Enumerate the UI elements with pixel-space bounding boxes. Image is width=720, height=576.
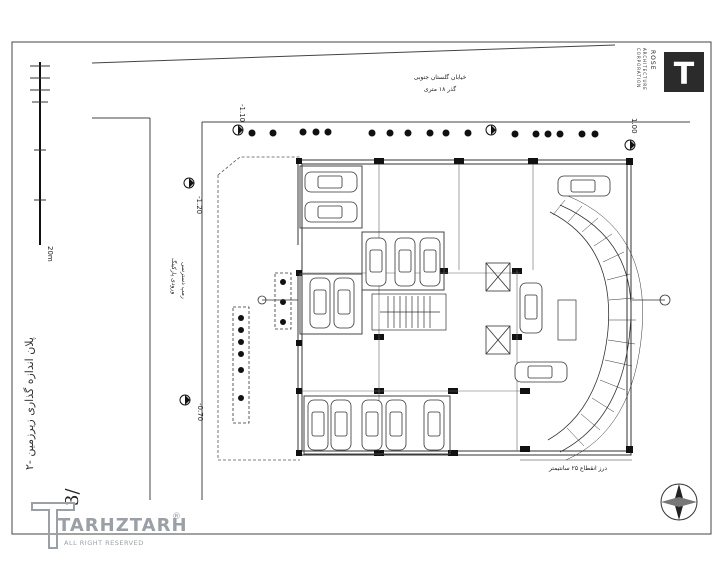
logo-sub2: CORPORATION (636, 48, 641, 88)
compass-north-icon (660, 483, 698, 521)
watermark-logo: TARHZTARH ® ALL RIGHT RESERVED (31, 502, 188, 549)
parking-cars (304, 171, 611, 451)
elevation-3: -0.70 (196, 403, 204, 421)
scale-bar-label: 20m (46, 246, 54, 262)
ramp-core (557, 299, 577, 341)
staircase (371, 293, 447, 331)
parking-bays (299, 165, 451, 455)
site-boundary (217, 156, 300, 176)
curved-ramp (547, 195, 643, 461)
elevation-marker-icon: -1.20 (183, 177, 203, 214)
section-marker-icon (257, 294, 671, 306)
elevator-shafts (485, 262, 511, 355)
access-label-2: رمپ دسترسی (180, 262, 187, 299)
logo-name: ROSE (649, 50, 656, 71)
tree-row (248, 128, 599, 138)
drawing-caption: پلان اندازه گذاری زیرزمین -۲ (23, 337, 36, 470)
elevation-2: -1.20 (195, 196, 203, 214)
rose-logo: T ROSE ARCHITECTURE CORPORATION (636, 48, 704, 92)
elevation-1: -1.10 (238, 104, 246, 122)
elevation-marker-icon: -0.70 (179, 394, 204, 421)
street-name: خیابان گلستان جنوبی (414, 73, 467, 81)
elevation-marker-icon (485, 124, 497, 136)
elevation-marker-icon: -1.10 (232, 104, 246, 136)
sheet-border (11, 41, 712, 535)
sheet-number: 3/ (62, 488, 83, 506)
logo-sub1: ARCHITECTURE (642, 48, 647, 91)
watermark-rights: ALL RIGHT RESERVED (64, 539, 144, 547)
street-edge (91, 44, 616, 64)
elevation-marker-icon: 1.00 (624, 118, 638, 151)
watermark-registered: ® (172, 512, 182, 522)
scale-caption: درز انقطاع ۲۵ سانتیمتر (548, 465, 607, 472)
street-subtitle: گذر ۱۸ متری (424, 85, 456, 93)
watermark-brand: TARHZTARH (58, 515, 188, 536)
elevation-4: 1.00 (630, 118, 638, 134)
logo-letter: T (674, 57, 695, 92)
tree-column (232, 272, 292, 424)
access-label: ورودی پارکینگ (170, 258, 178, 294)
scale-bar: 20m (30, 62, 54, 262)
